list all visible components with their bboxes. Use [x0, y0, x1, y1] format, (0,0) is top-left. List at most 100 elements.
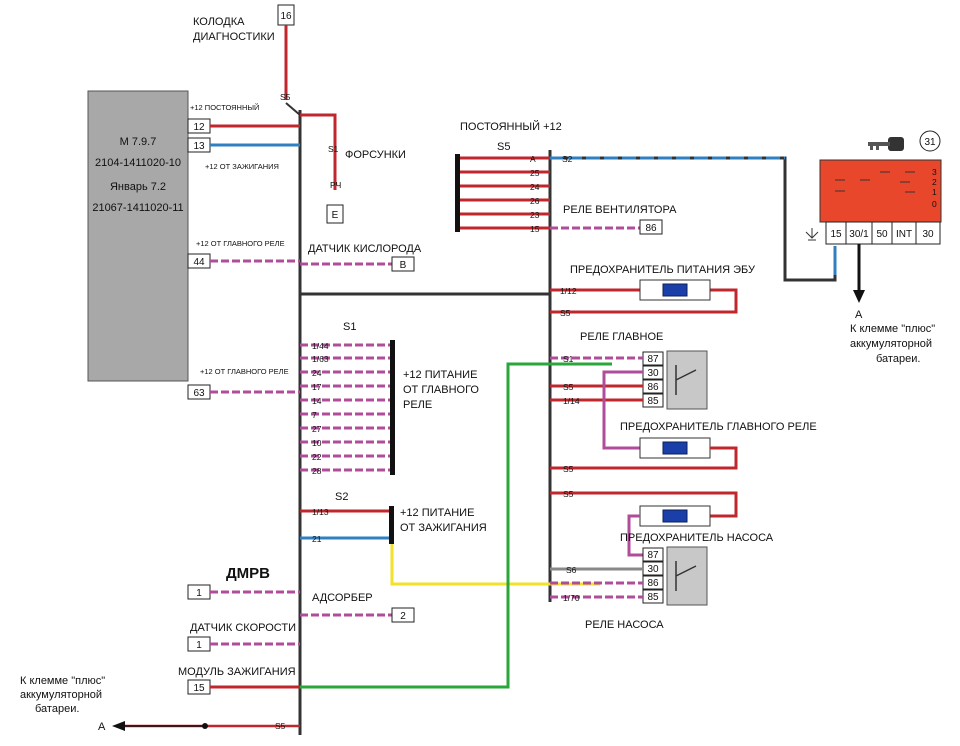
- switch-position-ticks: [835, 171, 915, 193]
- s5-header: ПОСТОЯННЫЙ +12: [460, 120, 562, 133]
- arrow-down-icon: [853, 290, 865, 303]
- main-relay-switch-icon: [675, 365, 697, 395]
- s1-wires: [300, 343, 390, 472]
- wire-pump-fuse-87: [627, 514, 643, 557]
- ecu-pin-63-label: 63: [193, 388, 205, 399]
- s5-pin: 24: [530, 182, 540, 192]
- battery-right-3: батареи.: [876, 353, 920, 365]
- battery-right-1: К клемме "плюс": [850, 323, 935, 335]
- battery-right-arrow-label: А: [855, 309, 863, 321]
- battery-left-arrow-label: А: [98, 721, 106, 733]
- adsorber-label: АДСОРБЕР: [312, 592, 373, 604]
- ecu-note-1: +12 ПОСТОЯННЫЙ: [190, 103, 259, 112]
- s1-pin: 7: [312, 410, 317, 420]
- switch-pos: 3: [932, 167, 937, 177]
- speed-label: ДАТЧИК СКОРОСТИ: [190, 622, 296, 634]
- s5-pin: 26: [530, 196, 540, 206]
- switch-pos: 1: [932, 187, 937, 197]
- ecu-note-2: +12 ОТ ЗАЖИГАНИЯ: [205, 162, 279, 171]
- ecu-pin-13-label: 13: [193, 141, 205, 152]
- injector-splice: S1: [328, 144, 339, 154]
- wire-ecu-fuse-2: [550, 288, 738, 314]
- wire-pump-fuse: [550, 491, 738, 518]
- s1-pin: 10: [312, 438, 322, 448]
- o2-connector: [391, 256, 415, 272]
- wire-main-fuse: [550, 446, 738, 470]
- s5-pin: 25: [530, 168, 540, 178]
- diag-wire-join: [285, 102, 301, 116]
- switch-terminal: INT: [896, 229, 912, 240]
- injector-wire: РЧ: [330, 180, 341, 190]
- main-relay-left: S5: [563, 382, 574, 392]
- main-relay-label: РЕЛЕ ГЛАВНОЕ: [580, 331, 663, 343]
- diag-label-2: ДИАГНОСТИКИ: [193, 31, 275, 43]
- yellow-wire: [390, 544, 600, 586]
- dmrv-pin: 1: [196, 588, 202, 599]
- ecu-pin-12-label: 12: [193, 122, 205, 133]
- s1-pin: 17: [312, 382, 322, 392]
- s2-pin: 21: [312, 534, 322, 544]
- ign-module-label: МОДУЛЬ ЗАЖИГАНИЯ: [178, 666, 296, 678]
- ecu-fuse-element: [662, 283, 688, 297]
- ecu-note-4: +12 ОТ ГЛАВНОГО РЕЛЕ: [200, 367, 289, 376]
- injector-pin: Е: [332, 210, 339, 221]
- ecu-block: [87, 90, 189, 382]
- key-icon: [868, 137, 904, 151]
- s1-pin: 22: [312, 452, 322, 462]
- black-wire-switch: [550, 156, 837, 282]
- pump-relay-pin: 86: [647, 578, 659, 589]
- s1-pin: 14: [312, 396, 322, 406]
- s1-note-3: РЕЛЕ: [403, 399, 432, 411]
- s5-busbar: [455, 154, 460, 232]
- battery-left-1: К клемме "плюс": [20, 675, 105, 687]
- adsorber-connector: [391, 607, 415, 623]
- s2-pin: 1/13: [312, 507, 329, 517]
- junction-dot: [202, 723, 208, 729]
- splice-s5-bottom: S5: [275, 721, 286, 731]
- switch-terminals: [825, 221, 941, 245]
- pump-relay-87: [642, 547, 664, 562]
- switch-terminal: 50: [876, 229, 888, 240]
- ecu-line3: Январь 7.2: [110, 181, 166, 193]
- s5-title: S5: [497, 141, 510, 153]
- switch-pos: 2: [932, 177, 937, 187]
- pump-fuse-label: ПРЕДОХРАНИТЕЛЬ НАСОСА: [620, 532, 774, 544]
- s1-pin: 24: [312, 368, 322, 378]
- pump-fuse-pin: S5: [563, 489, 574, 499]
- main-relay-pin: 85: [647, 396, 659, 407]
- ecu-note-3: +12 ОТ ГЛАВНОГО РЕЛЕ: [196, 239, 285, 248]
- s1-busbar: [390, 340, 395, 475]
- s1-pin: 27: [312, 424, 322, 434]
- s1-note-1: +12 ПИТАНИЕ: [403, 369, 477, 381]
- pump-relay-left: 1/70: [563, 593, 580, 603]
- green-wire: [300, 362, 612, 689]
- wire-injectors: [300, 113, 337, 190]
- pump-relay-pin: 30: [647, 564, 659, 575]
- main-fuse-element: [662, 441, 688, 455]
- dmrv-label: ДМРВ: [226, 565, 270, 582]
- s5-wires: [460, 156, 550, 230]
- main-relay-pin: 30: [647, 368, 659, 379]
- battery-right-2: аккумуляторной: [850, 338, 932, 350]
- main-relay-left: S1: [563, 354, 574, 364]
- ecu-pin-44-label: 44: [193, 257, 205, 268]
- s2-note-2: ОТ ЗАЖИГАНИЯ: [400, 522, 487, 534]
- pump-relay-label: РЕЛЕ НАСОСА: [585, 619, 664, 631]
- wire-main-30: [602, 370, 643, 450]
- switch-number: 31: [924, 137, 936, 148]
- s1-title: S1: [343, 321, 356, 333]
- main-relay-pin: 86: [647, 382, 659, 393]
- switch-terminal: 30/1: [849, 229, 869, 240]
- pump-relay-left: S6: [566, 565, 577, 575]
- ecu-fuse-pin-2: S5: [560, 308, 571, 318]
- adsorber-pin: 2: [400, 611, 406, 622]
- diag-s5: S5: [280, 92, 291, 102]
- main-fuse-label: ПРЕДОХРАНИТЕЛЬ ГЛАВНОГО РЕЛЕ: [620, 421, 817, 433]
- ecu-line4: 21067-1411020-11: [92, 202, 183, 214]
- fan-relay-label: РЕЛЕ ВЕНТИЛЯТОРА: [563, 204, 677, 216]
- ground-icon: [805, 228, 819, 241]
- s5-pin: А: [530, 154, 536, 164]
- pump-relay-switch-icon: [675, 561, 697, 591]
- s1-pin-labels: 1/44 1/63 24 17 14 7 27 10 22 28: [312, 341, 329, 476]
